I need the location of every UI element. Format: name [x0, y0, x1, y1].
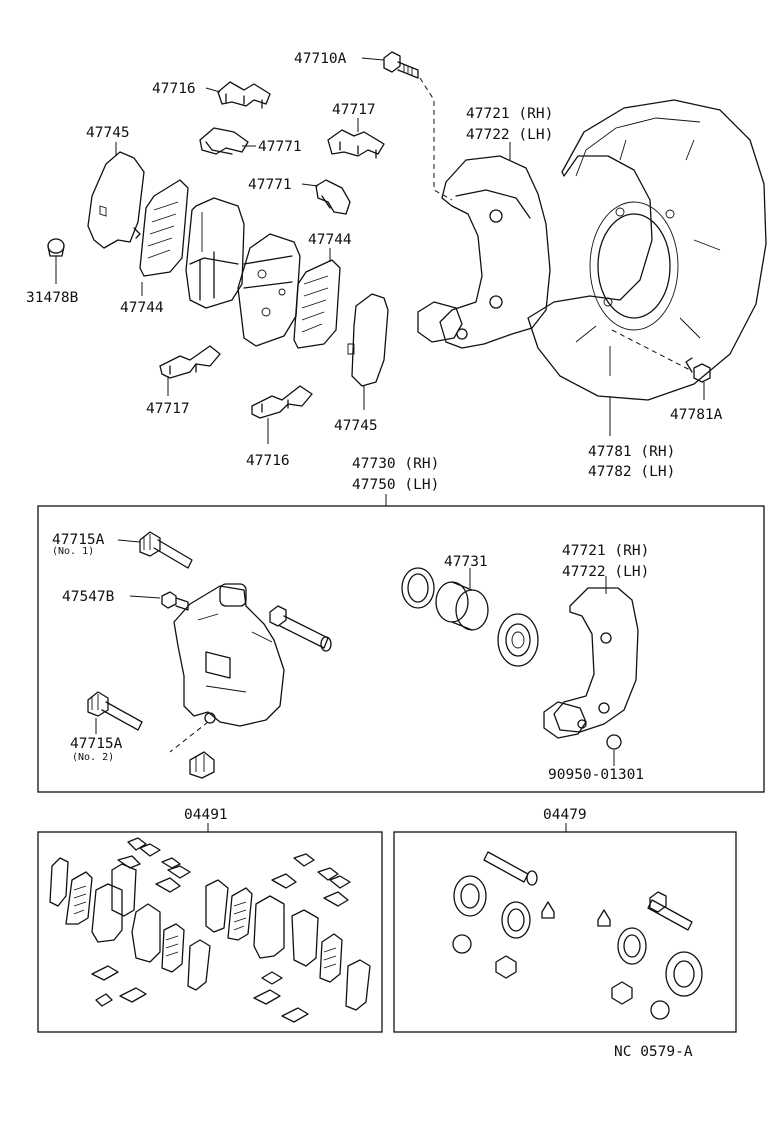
- caliper-mounting-top: [417, 155, 551, 349]
- label-47771-b: 47771: [248, 177, 292, 193]
- caliper-mounting-box: [543, 587, 639, 739]
- cylinder-boot: [189, 751, 215, 779]
- label-47745-left: 47745: [86, 125, 130, 141]
- label-47717-top: 47717: [332, 102, 376, 118]
- label-47731: 47731: [444, 554, 488, 570]
- label-47547b: 47547B: [62, 589, 115, 605]
- label-47715a-no2-sub: (No. 2): [72, 752, 114, 763]
- label-47781-rh: 47781 (RH): [588, 444, 675, 460]
- pad-support-plate-47771-a: [199, 127, 249, 155]
- label-90950-01301: 90950-01301: [548, 767, 644, 783]
- piston-47731: [435, 581, 489, 631]
- bushing-90950-01301: [606, 734, 622, 750]
- kit-04491-parts: [49, 837, 371, 1023]
- label-47721-rh-box: 47721 (RH): [562, 543, 649, 559]
- slide-pin-47715a-no2: [87, 691, 143, 731]
- label-47782-lh: 47782 (LH): [588, 464, 675, 480]
- label-31478b: 31478B: [26, 290, 79, 306]
- bolt-47781a: [685, 357, 711, 383]
- label-47710a: 47710A: [294, 51, 347, 67]
- label-47771-a: 47771: [258, 139, 302, 155]
- shim-47717-bottom: [159, 345, 221, 379]
- slide-pin-guide: [269, 605, 332, 652]
- caliper-assembly-box: [37, 505, 765, 793]
- label-47715a-no2: 47715A: [70, 736, 123, 752]
- label-kit-04491: 04491: [184, 807, 228, 823]
- label-47730-rh: 47730 (RH): [352, 456, 439, 472]
- label-47750-lh: 47750 (LH): [352, 477, 439, 493]
- pad-shim-47744-right: [293, 259, 341, 349]
- piston-seal-ring: [401, 567, 435, 609]
- anti-squeal-shim-47745-right: [347, 293, 389, 387]
- pad-kit-box-04491: [37, 831, 383, 1033]
- label-47715a-no1-sub: (No. 1): [52, 546, 94, 557]
- disc-dust-cover: [527, 99, 767, 401]
- label-47722-lh-top: 47722 (LH): [466, 127, 553, 143]
- shim-47717-top: [327, 129, 385, 159]
- slide-pin-47715a-no1: [139, 531, 193, 569]
- label-47781a: 47781A: [670, 407, 723, 423]
- label-47744-right: 47744: [308, 232, 352, 248]
- caliper-cylinder: [173, 583, 285, 727]
- bolt-47710a: [383, 51, 419, 79]
- piston-boot: [497, 613, 539, 667]
- anti-squeal-clip-47716-top: [217, 81, 271, 109]
- label-47722-lh-box: 47722 (LH): [562, 564, 649, 580]
- brake-pad-inner: [185, 197, 245, 309]
- label-47715a-no1: 47715A: [52, 532, 105, 548]
- seal-kit-box-04479: [393, 831, 737, 1033]
- brake-pad-outer: [237, 233, 301, 347]
- anti-squeal-shim-47745-left: [87, 151, 145, 249]
- label-47744-left: 47744: [120, 300, 164, 316]
- label-47721-rh-top: 47721 (RH): [466, 106, 553, 122]
- bushing-31478b: [47, 238, 65, 257]
- bleeder-plug-47547b: [161, 591, 189, 611]
- kit-04479-parts: [452, 851, 703, 1020]
- anti-squeal-clip-47716-bottom: [251, 385, 313, 419]
- label-47716-top: 47716: [152, 81, 196, 97]
- label-kit-04479: 04479: [543, 807, 587, 823]
- label-47716-bottom: 47716: [246, 453, 290, 469]
- label-47745-right: 47745: [334, 418, 378, 434]
- reference-code: NC 0579-A: [614, 1044, 693, 1060]
- pad-support-plate-47771-b: [315, 179, 351, 215]
- pad-shim-47744-left: [139, 179, 189, 277]
- label-47717-bottom: 47717: [146, 401, 190, 417]
